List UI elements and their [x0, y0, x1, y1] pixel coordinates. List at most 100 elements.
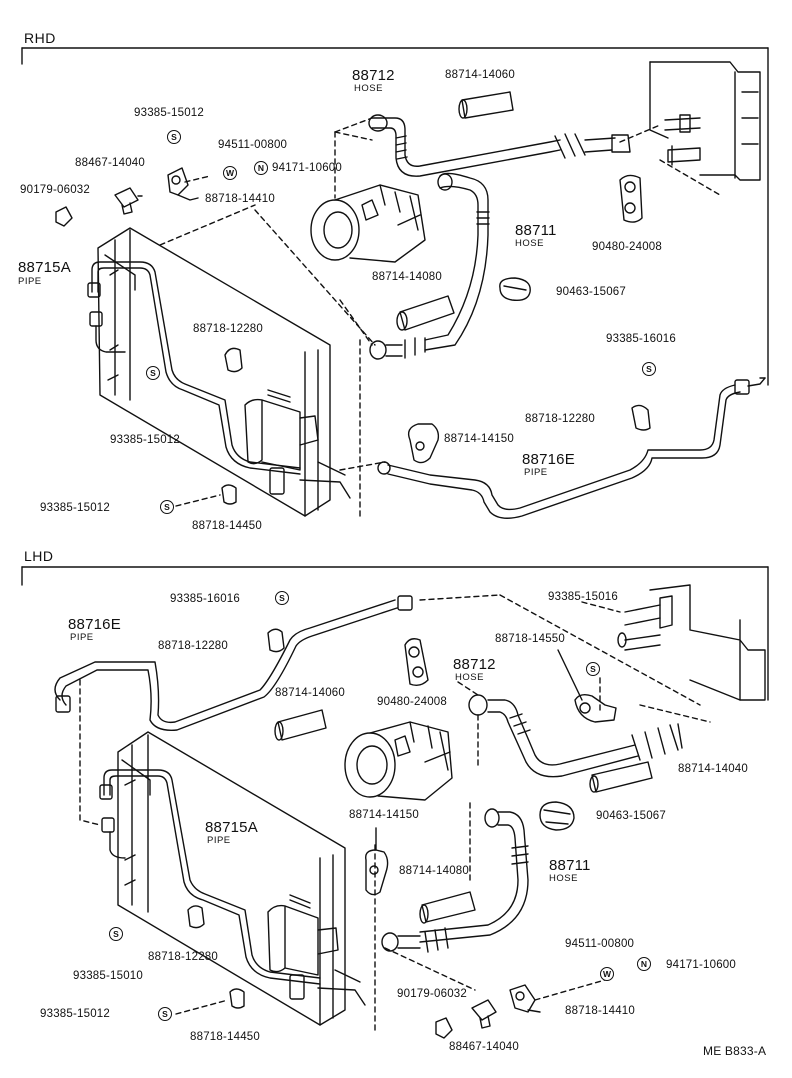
rhd-hose-88712 — [368, 114, 631, 177]
lhd-label-88716e-type: PIPE — [70, 632, 94, 643]
lhd-label-88712-type: HOSE — [455, 672, 484, 683]
lhd-clamp-12280-low — [187, 905, 205, 929]
rhd-label-90463-15067: 90463-15067 — [556, 286, 626, 298]
n-symbol-icon: N — [254, 161, 268, 175]
lhd-compressor — [344, 721, 453, 801]
rhd-label-90480-24008: 90480-24008 — [592, 241, 662, 253]
rhd-body-panel — [649, 61, 761, 181]
lhd-label-88718-14410: 88718-14410 — [565, 1005, 635, 1017]
s-symbol-icon: S — [158, 1007, 172, 1021]
n-symbol-icon: N — [637, 957, 651, 971]
s-symbol-icon: S — [109, 927, 123, 941]
rhd-label-88718-14450: 88718-14450 — [192, 520, 262, 532]
rhd-label-93385-15012-low: 93385-15012 — [40, 502, 110, 514]
rhd-pipe-88716e — [377, 377, 766, 519]
w-symbol-icon: W — [600, 967, 614, 981]
lhd-label-93385-16016: 93385-16016 — [170, 593, 240, 605]
rhd-section-title: RHD — [24, 30, 56, 46]
rhd-label-90179-06032: 90179-06032 — [20, 184, 90, 196]
lhd-bracket-14410 — [509, 984, 541, 1013]
rhd-leader-hose — [334, 117, 373, 141]
lhd-label-88718-14550: 88718-14550 — [495, 633, 565, 645]
rhd-label-88715a: 88715A — [18, 259, 71, 276]
rhd-label-88714-14060: 88714-14060 — [445, 69, 515, 81]
rhd-leader-receiver2 — [339, 461, 386, 471]
lhd-bolt-90179 — [435, 1017, 453, 1039]
lhd-insulator-14080 — [419, 891, 476, 924]
rhd-receiver — [244, 389, 351, 499]
rhd-band-90463 — [499, 277, 531, 302]
rhd-switch-88467 — [114, 187, 143, 215]
lhd-label-88715a-type: PIPE — [207, 835, 231, 846]
rhd-label-88711: 88711 — [515, 222, 557, 239]
lhd-label-94511-00800: 94511-00800 — [565, 938, 635, 950]
rhd-label-93385-16016: 93385-16016 — [606, 333, 676, 345]
lhd-label-88714-14150: 88714-14150 — [349, 809, 419, 821]
lhd-label-93385-15010: 93385-15010 — [73, 970, 143, 982]
rhd-clamp-12280-right — [631, 404, 651, 431]
lhd-clamp-14450 — [229, 988, 245, 1009]
lhd-plate-14150 — [365, 849, 389, 896]
lhd-clamp-90480 — [404, 638, 429, 687]
lhd-label-88714-14080: 88714-14080 — [399, 865, 469, 877]
rhd-leader-body2 — [619, 124, 661, 143]
s-symbol-icon: S — [160, 500, 174, 514]
rhd-clamp-14450 — [221, 484, 237, 505]
s-symbol-icon: S — [642, 362, 656, 376]
lhd-condenser — [117, 731, 346, 1026]
rhd-label-88467-14040: 88467-14040 — [75, 157, 145, 169]
lhd-pipe-88716e — [54, 595, 413, 731]
lhd-hose-88711 — [381, 808, 529, 953]
rhd-label-88712-type: HOSE — [354, 83, 383, 94]
rhd-plate-14150 — [407, 423, 440, 464]
lhd-section-title: LHD — [24, 548, 54, 564]
lhd-label-88718-12280-top: 88718-12280 — [158, 640, 228, 652]
rhd-leader-compressor — [254, 209, 376, 346]
lhd-label-90179-06032: 90179-06032 — [397, 988, 467, 1000]
lhd-label-93385-15012: 93385-15012 — [40, 1008, 110, 1020]
rhd-leader-body — [659, 159, 721, 196]
rhd-pipe-88715a — [87, 261, 301, 475]
lhd-clamp-12280-top — [267, 628, 285, 653]
rhd-bolt-90179 — [55, 206, 73, 227]
rhd-label-88714-14080: 88714-14080 — [372, 271, 442, 283]
s-symbol-icon: S — [167, 130, 181, 144]
s-symbol-icon: S — [146, 366, 160, 380]
rhd-hose-88711 — [369, 172, 490, 360]
lhd-body-panel — [617, 584, 766, 701]
lhd-label-88716e: 88716E — [68, 616, 121, 633]
lhd-label-88718-12280-low: 88718-12280 — [148, 951, 218, 963]
lhd-label-94171-10600: 94171-10600 — [666, 959, 736, 971]
rhd-compressor — [310, 184, 426, 263]
lhd-label-88711-type: HOSE — [549, 873, 578, 884]
lhd-hose-88712 — [468, 694, 683, 778]
lhd-label-88714-14040: 88714-14040 — [678, 763, 748, 775]
w-symbol-icon: W — [223, 166, 237, 180]
lhd-label-88718-14450: 88718-14450 — [190, 1031, 260, 1043]
rhd-clamp-12280-left — [224, 347, 243, 373]
rhd-insulator-14080 — [396, 295, 455, 331]
lhd-label-88711: 88711 — [549, 857, 591, 874]
rhd-label-94511-00800: 94511-00800 — [218, 139, 288, 151]
lhd-pipe-88715a — [99, 769, 321, 985]
lhd-label-88712: 88712 — [453, 656, 496, 673]
lhd-insulator-14060 — [274, 709, 327, 741]
lhd-frame — [21, 566, 769, 701]
lhd-label-90463-15067: 90463-15067 — [596, 810, 666, 822]
lhd-label-88467-14040: 88467-14040 — [449, 1041, 519, 1053]
lhd-label-93385-15016: 93385-15016 — [548, 591, 618, 603]
s-symbol-icon: S — [275, 591, 289, 605]
lhd-label-88715a: 88715A — [205, 819, 258, 836]
rhd-label-88718-12280-left: 88718-12280 — [193, 323, 263, 335]
lhd-receiver — [267, 894, 366, 1006]
lhd-label-90480-24008: 90480-24008 — [377, 696, 447, 708]
rhd-insulator-14060 — [458, 91, 514, 119]
s-symbol-icon: S — [586, 662, 600, 676]
lhd-label-88714-14060: 88714-14060 — [275, 687, 345, 699]
rhd-label-94171-10600: 94171-10600 — [272, 162, 342, 174]
rhd-label-88716e-type: PIPE — [524, 467, 548, 478]
lhd-band-90463 — [539, 801, 575, 831]
rhd-label-88718-14410: 88718-14410 — [205, 193, 275, 205]
